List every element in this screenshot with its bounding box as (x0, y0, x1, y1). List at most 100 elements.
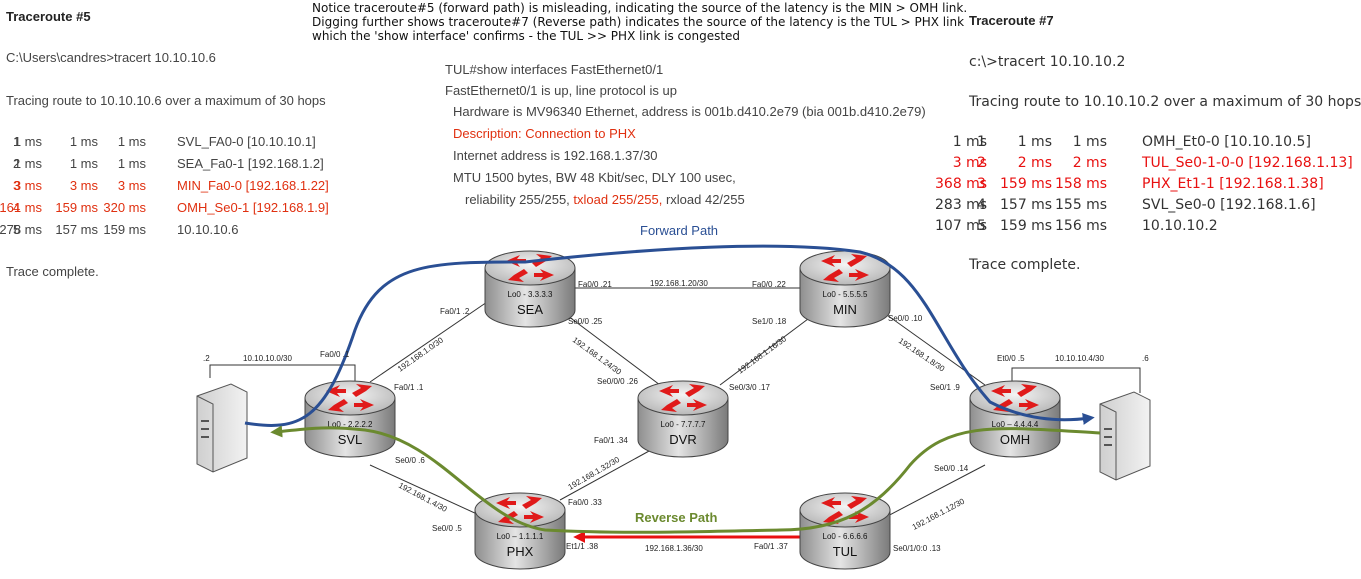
show-description: Description: Connection to PHX (453, 126, 636, 141)
router-top (637, 380, 729, 416)
port-tul-fa01: Fa0/1 .37 (754, 542, 788, 551)
subnet-tul-omh: 192.168.1.12/30 (911, 496, 967, 531)
hop-number: 4 (977, 197, 986, 213)
rtt-1: 278 ms (0, 222, 42, 237)
rtt-1: 3 ms (13, 178, 42, 193)
rtt-3: 158 ms (1055, 176, 1108, 192)
rtt-3: 159 ms (103, 222, 146, 237)
router-loopback: Lo0 – 1.1.1.1 (497, 532, 544, 541)
port-min-fa00: Fa0/0 .22 (752, 280, 786, 289)
router-name: SEA (517, 302, 543, 317)
rtt-2: 157 ms (1000, 197, 1053, 213)
subnet-dvr-phx: 192.168.1.32/30 (567, 455, 622, 492)
hop-number: 2 (13, 156, 21, 171)
router-top (304, 380, 396, 416)
port-sea-fa01: Fa0/1 .2 (440, 307, 470, 316)
forward-path-label: Forward Path (640, 223, 718, 238)
subnet-omh-host: 10.10.10.4/30 (1055, 354, 1104, 363)
rtt-2: 1 ms (1017, 134, 1052, 150)
port-sea-fa00: Fa0/0 .21 (578, 280, 612, 289)
server-icon (196, 383, 248, 473)
hop-host: TUL_Se0-1-0-0 [192.168.1.13] (1142, 155, 1353, 171)
rtt-3: 156 ms (1055, 218, 1108, 234)
rtt-1: 1 ms (952, 134, 987, 150)
router-loopback: Lo0 - 6.6.6.6 (823, 532, 868, 541)
show-status: FastEthernet0/1 is up, line protocol is … (445, 83, 677, 98)
hop-number: 1 (13, 134, 21, 149)
rtt-2: 2 ms (1017, 155, 1052, 171)
trace5-tracing: Tracing route to 10.10.10.6 over a maxim… (6, 93, 326, 108)
hop-number: 2 (977, 155, 986, 171)
hop-number: 3 (977, 176, 986, 192)
router-name: MIN (833, 302, 857, 317)
rxload-value: rxload 42/255 (665, 192, 745, 207)
trace7-title: Traceroute #7 (969, 13, 1054, 28)
rtt-1: 368 ms (935, 176, 988, 192)
txload-value: txload 255/255, (573, 192, 663, 207)
router-name: OMH (1000, 432, 1030, 447)
trace5-complete: Trace complete. (6, 264, 99, 279)
host-server-right (1099, 391, 1151, 481)
port-host-l: .2 (203, 354, 210, 363)
port-phx-fa00: Fa0/0 .33 (568, 498, 602, 507)
rtt-2: 1 ms (69, 134, 98, 149)
link-tul-omh (879, 464, 986, 521)
rtt-1: 3 ms (952, 155, 987, 171)
rtt-3: 3 ms (117, 178, 146, 193)
router-arrows-icon (326, 384, 374, 412)
show-mtu: MTU 1500 bytes, BW 48 Kbit/sec, DLY 100 … (453, 170, 736, 185)
rtt-3: 1 ms (1072, 134, 1107, 150)
subnet-min-dvr: 192.168.1.16/30 (736, 334, 789, 376)
hop-number: 5 (13, 222, 21, 237)
link-min-dvr (719, 309, 821, 386)
router-name: PHX (507, 544, 534, 559)
router-arrows-icon (821, 254, 869, 282)
subnet-svl-sea: 192.168.1.0/30 (396, 335, 445, 373)
router-loopback: Lo0 - 3.3.3.3 (508, 290, 553, 299)
port-min-se00: Se0/0 .10 (888, 314, 923, 323)
port-phx-se00: Se0/0 .5 (432, 524, 462, 533)
link-svl-host (209, 364, 356, 385)
router-arrows-icon (991, 384, 1039, 412)
rtt-2: 159 ms (1000, 176, 1053, 192)
router-loopback: Lo0 - 7.7.7.7 (661, 420, 706, 429)
reverse-path-line (270, 425, 1101, 534)
link-dvr-phx (559, 444, 661, 501)
rtt-3: 155 ms (1055, 197, 1108, 213)
port-host-r: .6 (1142, 354, 1149, 363)
trace7-tracing: Tracing route to 10.10.10.2 over a maxim… (969, 94, 1361, 110)
router-top (969, 380, 1061, 416)
rtt-2: 159 ms (55, 200, 98, 215)
subnet-min-omh: 192.168.1.8/30 (897, 336, 947, 374)
trace7-complete: Trace complete. (969, 257, 1081, 273)
router-loopback: Lo0 - 5.5.5.5 (823, 290, 868, 299)
show-hardware: Hardware is MV96340 Ethernet, address is… (453, 104, 926, 119)
rtt-3: 2 ms (1072, 155, 1107, 171)
rtt-3: 1 ms (117, 156, 146, 171)
rtt-1: 1 ms (13, 134, 42, 149)
rtt-3: 1 ms (117, 134, 146, 149)
subnet-sea-dvr: 192.168.1.24/30 (571, 335, 624, 377)
router-top (799, 250, 891, 286)
port-omh-se01: Se0/1 .9 (930, 383, 960, 392)
trace5-command: C:\Users\candres>tracert 10.10.10.6 (6, 50, 216, 65)
hop-host: PHX_Et1-1 [192.168.1.38] (1142, 176, 1324, 192)
hop-host: OMH_Et0-0 [10.10.10.5] (1142, 134, 1311, 150)
note-line: which the 'show interface' confirms - th… (312, 29, 741, 43)
rtt-1: 283 ms (935, 197, 988, 213)
link-svl-sea (369, 299, 491, 383)
rtt-1: 107 ms (935, 218, 988, 234)
show-command: TUL#show interfaces FastEthernet0/1 (445, 62, 664, 77)
router-name: DVR (669, 432, 696, 447)
port-svl-fa01: Fa0/1 .1 (394, 383, 424, 392)
server-icon (1099, 391, 1151, 481)
trace7-command: c:\>tracert 10.10.10.2 (969, 54, 1126, 70)
port-dvr-se30: Se0/3/0 .17 (729, 383, 770, 392)
subnet-sea-min: 192.168.1.20/30 (650, 279, 708, 288)
port-sea-se00: Se0/0 .25 (568, 317, 603, 326)
